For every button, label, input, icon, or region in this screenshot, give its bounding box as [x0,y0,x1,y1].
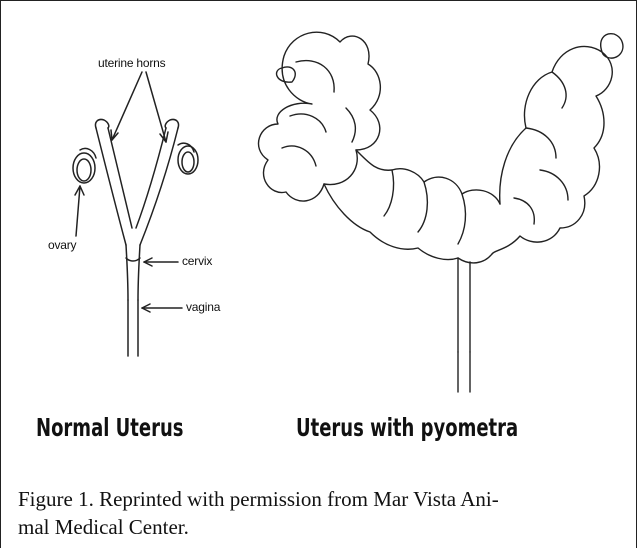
pyometra-right-fold-4 [514,198,534,224]
left-ovary-inner [77,159,91,181]
right-ovary-outer [178,146,198,174]
normal-uterus-heading: Normal Uterus [36,413,183,442]
pyometra-heading: Uterus with pyometra [296,413,518,442]
cervix-ring [126,258,140,261]
pyometra-right-fold-2 [526,128,556,158]
left-horn-tip [95,119,108,128]
cervix-right-edge [138,245,140,300]
left-ovary-outer [73,153,95,183]
cervix-label: cervix [182,254,212,268]
right-horn-inner [136,128,166,228]
ovary-label: ovary [48,238,76,252]
figure-caption: Figure 1. Reprinted with permission from… [18,485,628,541]
right-uterine-horn [140,128,178,245]
uterus-illustration [0,0,637,470]
pyometra-right-fold-1 [552,72,566,108]
uterine-horns-label: uterine horns [98,56,165,70]
pyometra-body-top [356,150,500,204]
pyometra-right-fold-3 [540,170,568,200]
pyometra-right-horn-outline [492,46,612,254]
vagina-label: vagina [186,300,220,314]
pyometra-left-fold-3 [282,146,316,166]
pyometra-left-fold-2 [290,114,326,132]
pyometra-body-bottom [324,184,492,263]
left-horn-inner [108,128,132,228]
uterine-horns-arrow-right [146,72,166,142]
right-horn-tip [165,119,178,128]
pyometra-left-ovary [277,67,296,82]
pyometra-uterus-drawing [259,32,623,392]
caption-line-1: Figure 1. Reprinted with permission from… [18,485,628,513]
pyometra-body-fold-1 [384,170,394,216]
pyometra-left-horn-outline [259,32,381,201]
pyometra-left-fold-1 [296,61,334,92]
normal-uterus-drawing [73,72,198,356]
cervix-left-edge [126,245,128,300]
pyometra-right-ovary [601,34,623,58]
caption-line-2: mal Medical Center. [18,513,628,541]
right-ovary-inner [182,152,194,172]
pyometra-body-fold-3 [458,194,465,244]
uterine-horns-arrow-left [112,72,142,140]
pyometra-body-fold-2 [418,182,427,232]
pyometra-left-fold-4 [346,108,355,142]
